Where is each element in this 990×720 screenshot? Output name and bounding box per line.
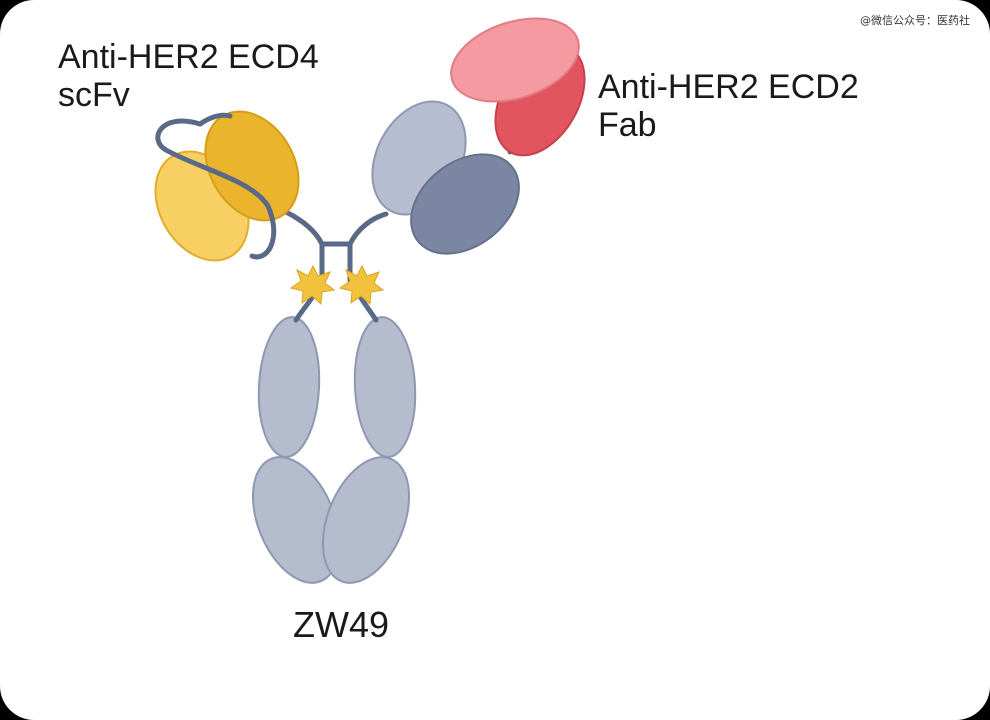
fc-region <box>251 316 417 584</box>
fc-domain-ch3-right <box>321 456 411 584</box>
fab-label-line2: Fab <box>598 106 657 144</box>
scfv-label-line2: scFv <box>58 76 130 114</box>
scfv-label: Anti-HER2 ECD4 scFv <box>58 38 319 114</box>
watermark: @微信公众号：医药社 <box>860 14 970 27</box>
hinge-upper-right <box>347 211 389 283</box>
hinge-upper-left <box>283 209 325 283</box>
fab-arm <box>371 17 586 255</box>
fc-domain-ch2-left <box>257 316 321 458</box>
scfv-peptide-linker <box>155 118 277 260</box>
payload-star-right <box>338 264 385 306</box>
fab-light-variable <box>450 17 580 103</box>
payload-star-left <box>289 264 336 306</box>
fab-label-line1: Anti-HER2 ECD2 <box>598 68 859 106</box>
scfv-linker-top <box>197 112 233 127</box>
scfv-arm <box>154 110 300 262</box>
fc-domain-ch2-right <box>353 316 417 458</box>
scfv-label-line1: Anti-HER2 ECD4 <box>58 38 319 76</box>
payload-stars <box>289 264 385 306</box>
fab-label: Anti-HER2 ECD2 Fab <box>598 68 859 144</box>
molecule-name-label: ZW49 <box>293 604 390 645</box>
fab-heavy-constant <box>410 153 520 255</box>
